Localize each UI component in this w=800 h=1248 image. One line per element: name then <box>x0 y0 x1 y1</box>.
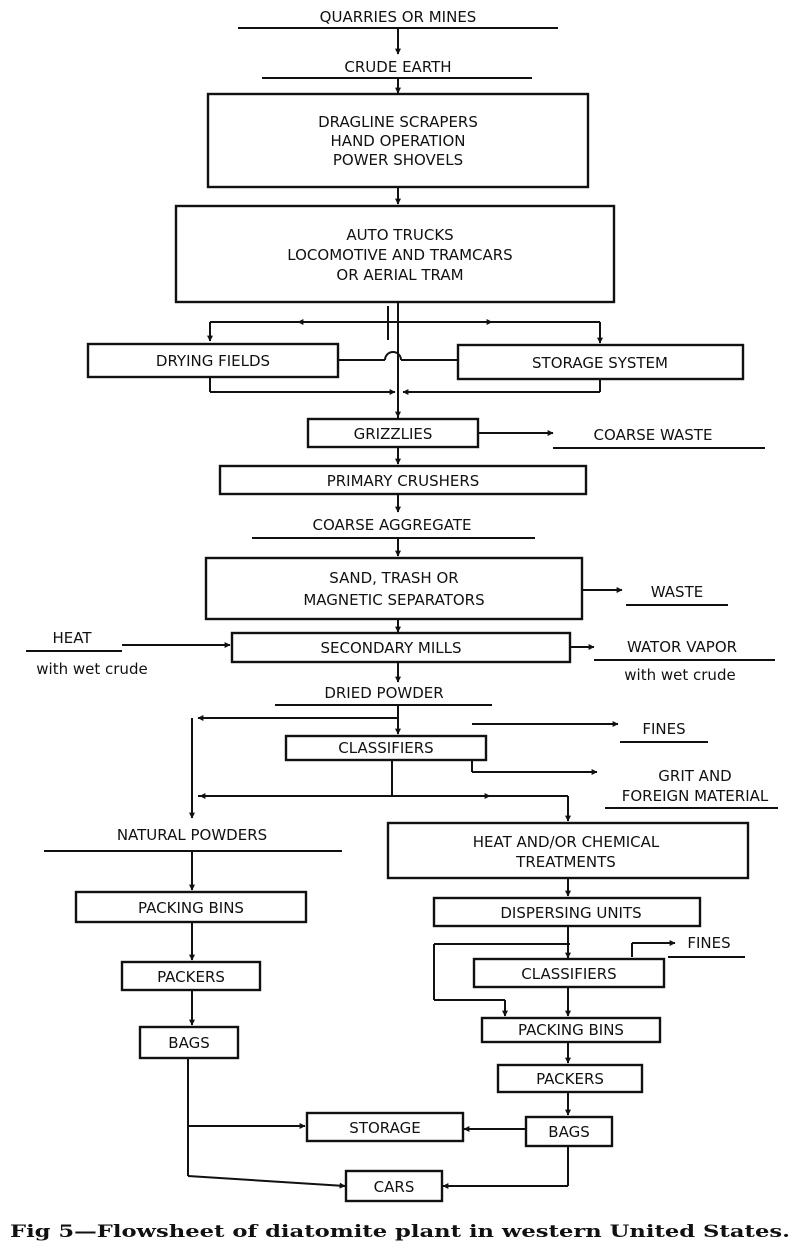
classifiers-2-box: CLASSIFIERS <box>472 957 666 989</box>
right-packers-text: PACKERS <box>536 1070 604 1088</box>
grizzlies-box: GRIZZLIES <box>306 417 480 449</box>
drying-fields-box: DRYING FIELDS <box>86 342 340 379</box>
water-vapor-text: WATOR VAPOR <box>627 638 737 656</box>
classifiers-2-text: CLASSIFIERS <box>521 965 616 983</box>
treatments-box: HEAT AND/OR CHEMICAL TREATMENTS <box>386 821 750 880</box>
secondary-mills-box: SECONDARY MILLS <box>230 631 572 664</box>
crude-earth-text: CRUDE EARTH <box>344 58 451 76</box>
dispersing-units-text: DISPERSING UNITS <box>500 904 641 922</box>
treatments-line-1: HEAT AND/OR CHEMICAL <box>473 833 660 851</box>
cars-text: CARS <box>374 1178 415 1196</box>
excavation-line-2: HAND OPERATION <box>331 132 466 150</box>
water-vapor-label: WATOR VAPOR with wet crude <box>594 638 775 684</box>
coarse-aggregate-label: COARSE AGGREGATE <box>252 516 535 539</box>
figure-caption: Fig 5—Flowsheet of diatomite plant in we… <box>10 1222 790 1242</box>
primary-crushers-box: PRIMARY CRUSHERS <box>218 464 588 496</box>
grit-line-1: GRIT AND <box>658 767 731 785</box>
treatments-line-2: TREATMENTS <box>515 853 616 871</box>
storage-text: STORAGE <box>349 1119 420 1137</box>
storage-box: STORAGE <box>305 1111 465 1143</box>
left-packers-text: PACKERS <box>157 968 225 986</box>
excavation-line-1: DRAGLINE SCRAPERS <box>318 113 478 131</box>
right-bags-box: BAGS <box>524 1115 614 1148</box>
classifiers-text: CLASSIFIERS <box>338 739 433 757</box>
storage-system-text: STORAGE SYSTEM <box>532 354 668 372</box>
natural-powders-text: NATURAL POWDERS <box>117 826 267 844</box>
right-bags-text: BAGS <box>548 1123 589 1141</box>
fines-label: FINES <box>620 720 708 743</box>
haulage-box: AUTO TRUCKS LOCOMOTIVE AND TRAMCARS OR A… <box>174 204 616 304</box>
heat-text: HEAT <box>52 629 92 647</box>
left-bags-text: BAGS <box>168 1034 209 1052</box>
haulage-line-2: LOCOMOTIVE AND TRAMCARS <box>287 246 512 264</box>
cars-box: CARS <box>344 1169 444 1203</box>
left-packers-box: PACKERS <box>120 960 262 992</box>
dried-powder-label: DRIED POWDER <box>275 684 492 706</box>
fines-2-label: FINES <box>668 934 745 958</box>
dried-powder-text: DRIED POWDER <box>324 684 443 702</box>
drying-fields-text: DRYING FIELDS <box>156 352 270 370</box>
grizzlies-text: GRIZZLIES <box>354 425 433 443</box>
waste-label: WASTE <box>626 583 728 606</box>
separators-line-2: MAGNETIC SEPARATORS <box>303 591 484 609</box>
waste-text: WASTE <box>651 583 703 601</box>
grit-line-2: FOREIGN MATERIAL <box>622 787 769 805</box>
secondary-mills-text: SECONDARY MILLS <box>320 639 461 657</box>
right-packers-box: PACKERS <box>496 1063 644 1094</box>
heat-note: with wet crude <box>36 660 147 678</box>
quarries-label: QUARRIES OR MINES <box>238 8 558 29</box>
left-packing-bins-text: PACKING BINS <box>138 899 244 917</box>
right-packing-bins-box: PACKING BINS <box>480 1016 662 1044</box>
quarries-text: QUARRIES OR MINES <box>320 8 477 26</box>
dispersing-units-box: DISPERSING UNITS <box>432 896 702 928</box>
connector-lines <box>122 28 676 1189</box>
classifiers-box: CLASSIFIERS <box>284 734 488 762</box>
excavation-line-3: POWER SHOVELS <box>333 151 463 169</box>
coarse-aggregate-text: COARSE AGGREGATE <box>313 516 472 534</box>
storage-system-box: STORAGE SYSTEM <box>456 343 745 381</box>
fines-2-text: FINES <box>687 934 730 952</box>
coarse-waste-text: COARSE WASTE <box>594 426 713 444</box>
haulage-line-1: AUTO TRUCKS <box>346 226 453 244</box>
separators-box: SAND, TRASH OR MAGNETIC SEPARATORS <box>204 556 584 621</box>
crude-earth-label: CRUDE EARTH <box>262 58 532 79</box>
natural-powders-label: NATURAL POWDERS <box>44 826 342 852</box>
left-packing-bins-box: PACKING BINS <box>74 890 308 924</box>
separators-line-1: SAND, TRASH OR <box>329 569 458 587</box>
coarse-waste-label: COARSE WASTE <box>553 426 765 449</box>
fines-text: FINES <box>642 720 685 738</box>
water-vapor-note: with wet crude <box>624 666 735 684</box>
grit-label: GRIT AND FOREIGN MATERIAL <box>605 767 778 809</box>
primary-crushers-text: PRIMARY CRUSHERS <box>327 472 480 490</box>
right-packing-bins-text: PACKING BINS <box>518 1021 624 1039</box>
left-bags-box: BAGS <box>138 1025 240 1060</box>
excavation-box: DRAGLINE SCRAPERS HAND OPERATION POWER S… <box>206 92 590 189</box>
haulage-line-3: OR AERIAL TRAM <box>336 266 463 284</box>
heat-label: HEAT with wet crude <box>26 629 148 678</box>
